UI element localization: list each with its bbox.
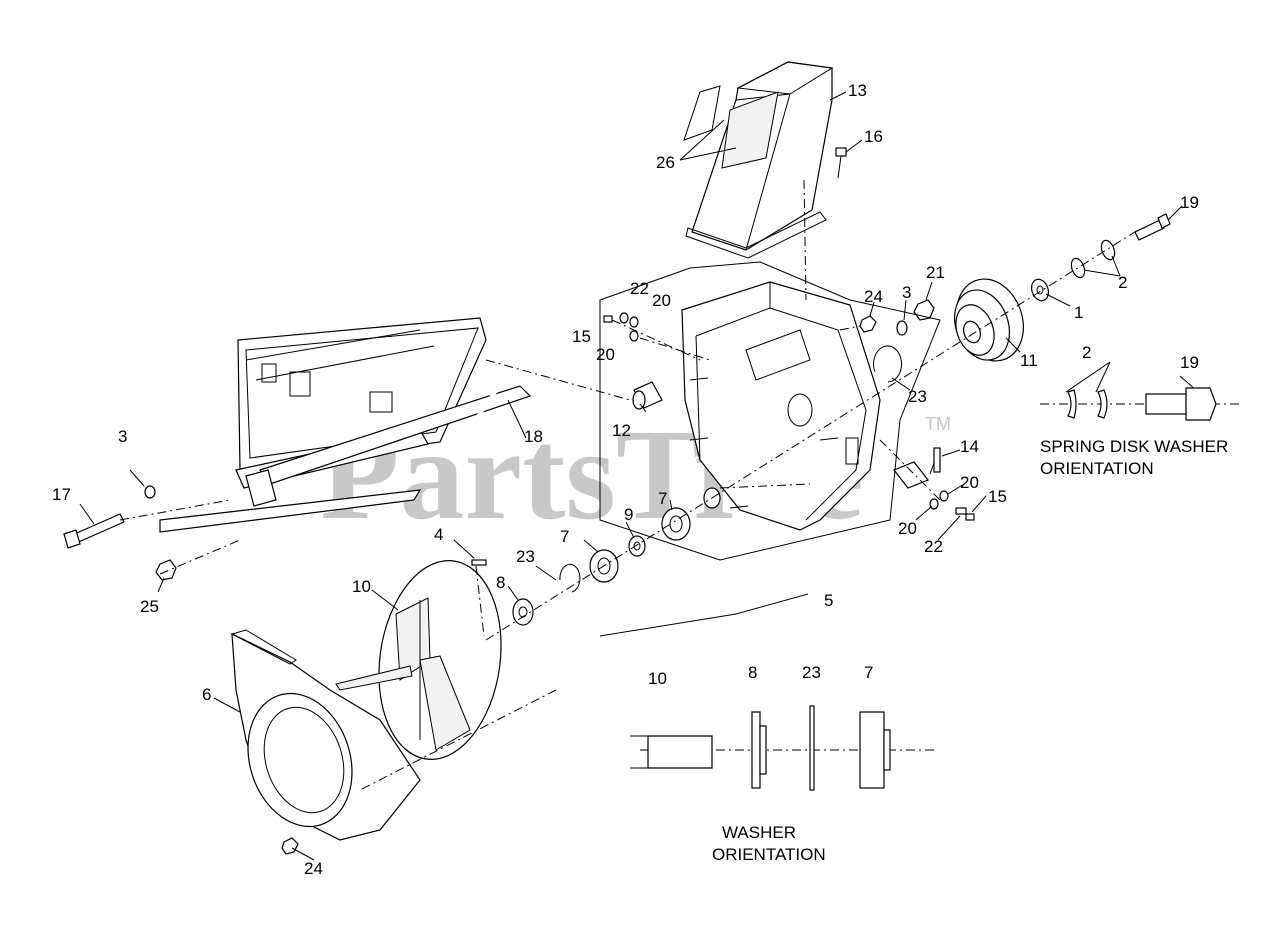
impeller-part-10: [335, 560, 502, 760]
callout-22-top: 22: [630, 279, 649, 298]
callout-2-pulley: 2: [1118, 273, 1127, 292]
rod-part-18: [468, 296, 562, 430]
callout-1: 1: [1074, 303, 1083, 322]
callout-22-right: 22: [924, 537, 943, 556]
frame-part-18: [159, 317, 532, 533]
callout-15-right: 15: [988, 487, 1007, 506]
nut-part-21: [913, 299, 935, 321]
spring-washers-part-2: [1070, 239, 1116, 279]
blower-housing-part-6: [230, 629, 421, 841]
callout-6: 6: [202, 685, 211, 704]
housing-part-5: [599, 261, 941, 561]
circlip-part-23-right: [873, 345, 903, 383]
callout-10-detail: 10: [648, 669, 667, 688]
callout-26: 26: [656, 153, 675, 172]
callout-labels: 1 2 2 3 3 4 5 6 7 7 7 8 8 9 10 10 11 12 …: [52, 81, 1199, 878]
nut-part-24-upper: [859, 315, 877, 333]
callout-4: 4: [434, 525, 443, 544]
callout-23-left: 23: [516, 547, 535, 566]
washer-part-3-upper: [896, 320, 908, 336]
bolt-part-17: [63, 513, 125, 549]
callout-3-upper: 3: [902, 283, 911, 302]
leader-lines: [79, 91, 1197, 861]
key-part-4: [471, 559, 487, 566]
callout-13: 13: [848, 81, 867, 100]
hardware-15-20-22-top: [603, 312, 639, 342]
callout-8-detail: 8: [748, 663, 757, 682]
caption-washer-line2: ORIENTATION: [712, 845, 826, 864]
nut-part-24-lower: [281, 837, 299, 855]
callout-25: 25: [140, 597, 159, 616]
callout-20-right: 20: [960, 473, 979, 492]
callout-20-top: 20: [652, 291, 671, 310]
spring-disk-washer-detail: [1040, 387, 1240, 421]
callout-21: 21: [926, 263, 945, 282]
callout-19: 19: [1180, 193, 1199, 212]
bracket-part-14: [893, 447, 941, 489]
callout-24-lower: 24: [304, 859, 323, 878]
spacer-part-12: [632, 381, 663, 410]
washer-orientation-detail: [630, 705, 936, 791]
callout-3-lower: 3: [118, 427, 127, 446]
callout-24-upper: 24: [864, 287, 883, 306]
bolt-part-19: [1134, 213, 1171, 241]
caption-spring-line2: ORIENTATION: [1040, 459, 1154, 478]
callout-19-detail: 19: [1180, 353, 1199, 372]
callout-8: 8: [496, 573, 505, 592]
hardware-14-set: [929, 490, 975, 521]
watermark-trademark: TM: [925, 414, 951, 434]
callout-20-mid: 20: [596, 345, 615, 364]
callout-23-right: 23: [908, 387, 927, 406]
callout-7-detail: 7: [864, 663, 873, 682]
washer-part-3-lower: [144, 485, 156, 499]
callout-23-detail: 23: [802, 663, 821, 682]
callout-9: 9: [624, 505, 633, 524]
caption-washer-line1: WASHER: [722, 823, 796, 842]
caption-spring-line1: SPRING DISK WASHER: [1040, 437, 1228, 456]
callout-16: 16: [864, 127, 883, 146]
callout-12: 12: [612, 421, 631, 440]
centerlines: [119, 179, 1139, 791]
callout-20-right-lower: 20: [898, 519, 917, 538]
washer-part-9: [628, 535, 646, 557]
callout-2-detail: 2: [1082, 343, 1091, 362]
washer-part-8: [512, 598, 534, 626]
callout-11: 11: [1020, 351, 1038, 370]
callout-17: 17: [52, 485, 71, 504]
washer-part-1: [1030, 278, 1050, 302]
nut-part-25: [155, 559, 177, 581]
callout-14: 14: [960, 437, 979, 456]
callout-10: 10: [352, 577, 371, 596]
captions: SPRING DISK WASHER ORIENTATION WASHER OR…: [712, 437, 1228, 864]
pulley-part-11: [954, 278, 1024, 362]
callout-18: 18: [524, 427, 543, 446]
callout-15-top: 15: [572, 327, 591, 346]
bearing-part-7-upper: [661, 507, 691, 541]
callout-7-lower: 7: [560, 527, 569, 546]
chute-part-13: [683, 61, 834, 259]
callout-7-upper: 7: [658, 489, 667, 508]
circlip-part-23-left: [559, 563, 581, 593]
callout-5: 5: [824, 591, 833, 610]
bolt-part-16: [835, 147, 847, 179]
